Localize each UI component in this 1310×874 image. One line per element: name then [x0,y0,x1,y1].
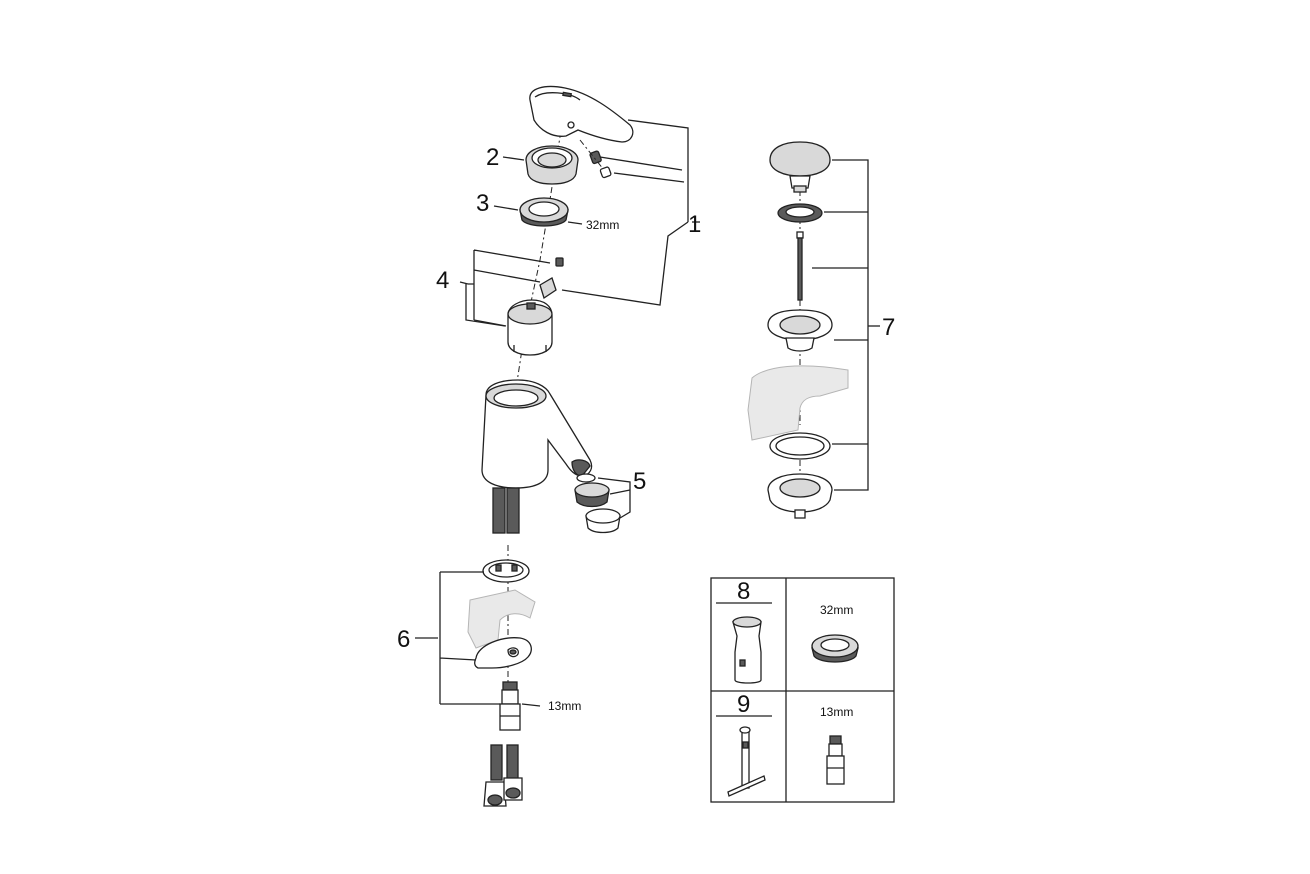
supply-hoses [492,487,520,534]
tool-8-number: 8 [737,578,750,605]
tool-9-number: 9 [737,691,750,718]
tool-9-size: 13mm [820,705,853,719]
aerator-set [574,473,621,534]
threaded-connector [499,681,521,731]
connector-size-label: 13mm [548,699,581,713]
hose-connectors [483,744,523,807]
callout-6: 6 [397,626,410,653]
faucet-assembly: 1 2 3 4 5 6 32mm 13mm [397,85,701,807]
drain-assembly: 7 [747,141,895,519]
horseshoe-washer [474,637,532,669]
callout-3: 3 [476,190,489,217]
callout-1: 1 [688,211,701,238]
threaded-nut [519,197,569,227]
cartridge-screw [539,257,564,300]
basin-section [747,365,849,441]
drain-cap [769,141,831,193]
faucet-body [481,379,593,489]
connector-13mm-icon [826,735,845,785]
lever-handle [529,85,634,143]
nut-size-label: 32mm [586,218,619,232]
nut-32mm-icon [811,634,859,663]
set-screw [579,139,612,179]
drain-stem [796,231,804,301]
drain-body [767,473,833,519]
cartridge [507,299,553,356]
drain-flange [767,309,833,352]
callout-4: 4 [436,267,449,294]
mounting-ring [482,559,530,583]
callout-2: 2 [486,144,499,171]
tool-8-size: 32mm [820,603,853,617]
callout-5: 5 [633,468,646,495]
leader-lines-left [415,119,700,707]
drain-seal-ring [777,203,823,223]
tools-table: 8 32mm 9 13mm [710,577,895,803]
drain-gasket [769,432,831,460]
cover-cap [525,145,579,185]
callout-7: 7 [882,314,895,341]
cartridge-wrench-icon [732,616,762,684]
socket-wrench-icon [727,726,766,797]
leader-lines-right [812,159,880,491]
